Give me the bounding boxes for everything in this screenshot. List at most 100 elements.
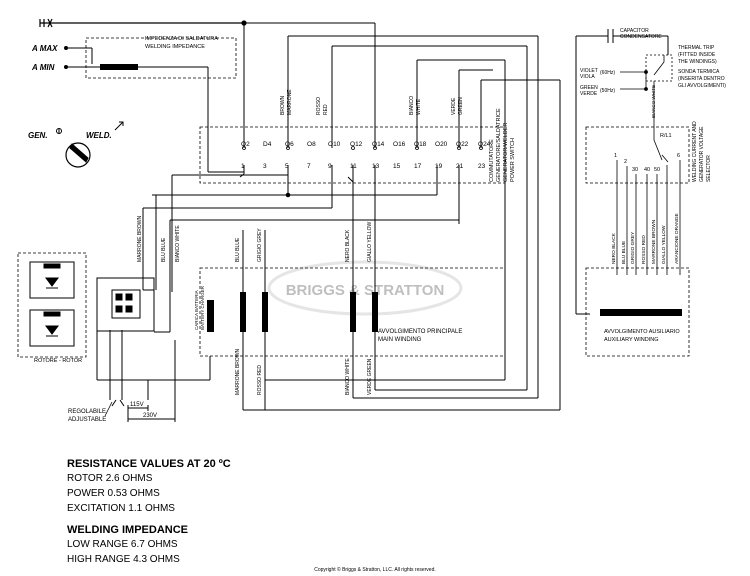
terminal-circles [242, 146, 483, 150]
resistance-notes: RESISTANCE VALUES AT 20 ºC ROTOR 2.6 OHM… [67, 458, 231, 569]
term-5: 5 [285, 163, 289, 170]
violet-green-wires [620, 70, 648, 91]
impedance-wires [66, 47, 244, 173]
power-switch-label: COMMUTATORE GENERATORE/SALDATRICE GENERA… [489, 108, 516, 182]
svg-text:BROWN: BROWN [280, 95, 286, 115]
watermark: BRIGGS & STRATTON [267, 260, 463, 316]
mid-wiring [142, 165, 459, 292]
resistance-row: POWER 0.53 OHMS [67, 488, 160, 499]
svg-text:GLI AVVOLGIMENTI): GLI AVVOLGIMENTI) [678, 83, 726, 89]
svg-text:ROSSO RED: ROSSO RED [641, 235, 647, 264]
gen-weld-switch-icon [56, 121, 124, 168]
svg-text:POWER SWITCH: POWER SWITCH [510, 138, 516, 182]
r1-label: R/L1 [660, 133, 672, 139]
svg-text:VIOLA: VIOLA [580, 74, 595, 80]
adjustable-label-it: REGOLABILE [68, 409, 106, 415]
resistance-row: EXCITATION 1.1 OHMS [67, 503, 175, 514]
svg-text:(FITTED INSIDE: (FITTED INSIDE [678, 52, 716, 58]
copyright-footer: Copyright © Briggs & Stratton, LLC. All … [314, 567, 436, 573]
term-21: 21 [456, 163, 464, 170]
thermal-trip [645, 54, 673, 95]
svg-text:COMMUTATORE: COMMUTATORE [489, 139, 495, 182]
selector-label: WELDING CURRENT AND GENERATOR VOLTAGE SE… [692, 121, 712, 182]
adjustable-pointer [104, 401, 113, 417]
term-4: D4 [263, 141, 272, 148]
svg-text:GREEN: GREEN [580, 85, 598, 91]
adjustable-label-en: ADJUSTABLE [68, 417, 106, 423]
amin-label: A MIN [31, 63, 55, 72]
svg-text:SONDA TERMICA: SONDA TERMICA [678, 69, 720, 75]
thermal-white-wire-label: BIANCO WHITE [651, 85, 656, 118]
selector-wiring [616, 95, 681, 275]
top-wire-labels: BROWN MARRONE ROSSO RED BIANCO WHITE VER… [280, 89, 464, 115]
svg-text:GENERATORE/SALDATRICE: GENERATORE/SALDATRICE [496, 108, 502, 182]
svg-text:BATTERY CHARGER: BATTERY CHARGER [200, 285, 205, 330]
svg-text:GENERATOR VOLTAGE: GENERATOR VOLTAGE [699, 126, 705, 182]
impedance-box [85, 37, 237, 79]
svg-text:40: 40 [644, 167, 650, 173]
voltage-115: 115V [130, 402, 144, 408]
impedance-title: WELDING IMPEDANCE [67, 524, 188, 536]
svg-text:WHITE: WHITE [416, 98, 422, 115]
term-17: 17 [414, 163, 422, 170]
svg-text:CARICA BATTERIA: CARICA BATTERIA [194, 290, 199, 330]
capacitor-label-it: CONDENSATORE [620, 34, 662, 40]
mid-wire-labels: MARRONE BROWN BLU BLUE BIANCO WHITE [137, 216, 181, 263]
amax-label: A MAX [31, 44, 58, 53]
term-7: 7 [307, 163, 311, 170]
impedance-row: HIGH RANGE 4.3 OHMS [67, 554, 180, 565]
top-wiring [243, 22, 539, 398]
main-bottom-wire-labels: MARRONE BROWN ROSSO RED BIANCO WHITE VER… [235, 349, 373, 396]
connector-block [96, 277, 171, 380]
term-10: O10 [328, 141, 341, 148]
weld-label: WELD. [86, 131, 112, 140]
svg-text:ROSSO: ROSSO [316, 97, 322, 115]
resistance-title: RESISTANCE VALUES AT 20 ºC [67, 458, 231, 470]
svg-text:BLU BLUE: BLU BLUE [161, 237, 167, 262]
weld-terminal-symbol [39, 18, 247, 28]
svg-text:2: 2 [624, 159, 627, 165]
main-winding-label-it: AVVOLGIMENTO PRINCIPALE [378, 329, 462, 335]
svg-text:(60Hz): (60Hz) [600, 70, 615, 76]
svg-text:ROSSO RED: ROSSO RED [257, 365, 263, 395]
svg-text:VERDE: VERDE [580, 91, 598, 97]
output-wiring [97, 330, 211, 422]
capacitor-circuit [575, 29, 669, 315]
aux-winding-box [585, 267, 690, 357]
terminal-dots [64, 46, 68, 69]
svg-text:BIANCO WHITE: BIANCO WHITE [345, 358, 351, 395]
svg-text:GRIGIO GREY: GRIGIO GREY [257, 228, 263, 262]
aux-winding-label-it: AVVOLGIMENTO AUSILIARIO [604, 329, 680, 335]
svg-text:50: 50 [654, 167, 660, 173]
svg-text:BLU BLUE: BLU BLUE [235, 237, 241, 262]
svg-text:MARRONE BROWN: MARRONE BROWN [235, 349, 241, 396]
battery-charger [207, 300, 214, 332]
resistance-row: ROTOR 2.6 OHMS [67, 473, 153, 484]
svg-text:MARRONE BROWN: MARRONE BROWN [651, 219, 657, 264]
aux-winding-coil [600, 309, 682, 316]
rotor-box [17, 252, 87, 358]
rotor-label: ROTORE - ROTOR [34, 358, 82, 364]
svg-text:1: 1 [614, 153, 617, 159]
selector-positions: 1 2 30 40 50 6 [614, 153, 680, 173]
term-9: 9 [328, 163, 332, 170]
main-top-wire-labels: BLU BLUE GRIGIO GREY NERO BLACK GIALLO Y… [235, 222, 373, 262]
impedance-inductor [100, 64, 138, 70]
svg-text:THERMAL TRIP: THERMAL TRIP [678, 45, 715, 51]
violet-green-labels: VIOLET VIOLA (60Hz) GREEN VERDE (50Hz) [580, 68, 615, 97]
svg-text:MARRONE BROWN: MARRONE BROWN [137, 216, 143, 263]
term-20: O20 [435, 141, 448, 148]
aux-wire-labels: NERO BLACK BLU BLUE GRIGIO GREY ROSSO RE… [611, 213, 680, 264]
voltage-230: 230V [143, 413, 157, 419]
rotor-diodes [29, 261, 75, 347]
svg-text:WELDING CURRENT AND: WELDING CURRENT AND [692, 121, 698, 182]
term-13: 13 [372, 163, 380, 170]
svg-text:BIANCO WHITE: BIANCO WHITE [175, 225, 181, 262]
thermal-trip-label: THERMAL TRIP (FITTED INSIDE THE WINDINGS… [678, 45, 726, 89]
svg-text:(INSERITA DENTRO: (INSERITA DENTRO [678, 76, 725, 82]
svg-text:30: 30 [632, 167, 638, 173]
main-winding-coils [240, 292, 378, 332]
svg-text:BLU BLUE: BLU BLUE [621, 241, 627, 264]
